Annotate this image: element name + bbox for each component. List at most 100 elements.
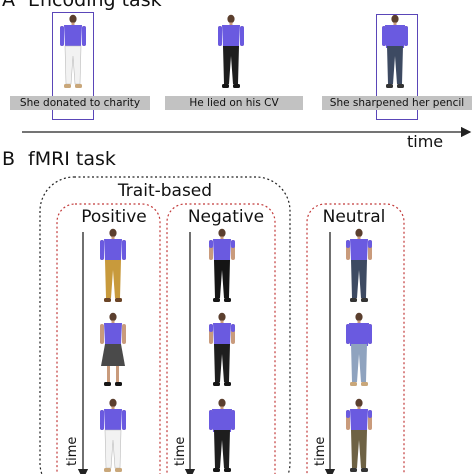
shoe-left — [104, 298, 111, 302]
neutral-person-1 — [342, 228, 376, 304]
neck — [393, 22, 397, 25]
sleeve-right — [231, 324, 235, 332]
torso-sweater — [349, 323, 369, 346]
pants — [351, 430, 367, 468]
neck — [220, 320, 224, 323]
person-figure — [100, 312, 126, 386]
sleeve-right — [82, 26, 86, 46]
skirt — [101, 344, 125, 366]
encoding-person-2 — [214, 14, 248, 90]
negative-group-border — [166, 203, 276, 474]
sleeve-left — [346, 324, 350, 344]
neck — [111, 406, 115, 409]
torso-shirt — [64, 25, 82, 46]
head — [218, 398, 226, 408]
torso-shirt — [222, 25, 240, 46]
sleeve-left — [100, 410, 104, 430]
sleeve-right — [368, 324, 372, 344]
sleeve-right — [404, 26, 408, 46]
shoe-right — [361, 382, 368, 386]
sleeve-right — [122, 410, 126, 430]
encoding-person-3 — [378, 14, 412, 90]
panel-b-label: B — [2, 148, 16, 170]
person-figure — [346, 398, 372, 472]
negative-person-3 — [205, 398, 239, 474]
head — [227, 14, 235, 24]
trait-based-group-border — [39, 176, 291, 474]
shoe-left — [64, 84, 71, 88]
sleeve-left — [346, 410, 350, 418]
torso-shirt — [104, 409, 122, 430]
pants — [351, 260, 367, 298]
sleeve-right — [368, 410, 372, 418]
head — [109, 228, 117, 238]
torso-jacket — [212, 409, 232, 432]
sleeve-left — [346, 240, 350, 248]
shoe-left — [386, 84, 393, 88]
sleeve-right — [231, 240, 235, 248]
neutral-group-border — [306, 203, 405, 474]
sleeve-left — [100, 240, 104, 260]
person-figure — [100, 228, 126, 302]
shoe-left — [213, 298, 220, 302]
neck — [357, 406, 361, 409]
shoe-right — [361, 298, 368, 302]
shoe-left — [350, 298, 357, 302]
neck — [357, 320, 361, 323]
positive-group-border — [56, 203, 161, 474]
positive-person-1 — [96, 228, 130, 304]
shoe-right — [115, 298, 122, 302]
positive-label: Positive — [81, 207, 147, 227]
shoe-right — [224, 468, 231, 472]
torso-tee — [213, 323, 231, 344]
encoding-caption-2: He lied on his CV — [165, 96, 303, 110]
head — [355, 398, 363, 408]
torso-shirt — [104, 239, 122, 260]
trait-based-label: Trait-based — [117, 181, 213, 201]
neck — [111, 236, 115, 239]
person-figure — [100, 398, 126, 472]
negative-person-1 — [205, 228, 239, 304]
negative-person-2 — [205, 312, 239, 388]
neck — [229, 22, 233, 25]
pants — [351, 344, 367, 382]
head — [218, 312, 226, 322]
encoding-frame-3 — [376, 14, 418, 120]
torso-tee — [350, 409, 368, 430]
person-figure — [346, 228, 372, 302]
shoe-left — [213, 382, 220, 386]
panel-b-title: fMRI task — [28, 148, 116, 170]
head — [109, 398, 117, 408]
sleeve-left — [209, 324, 213, 332]
neck — [111, 320, 115, 323]
torso-tee — [350, 239, 368, 260]
neutral-label: Neutral — [322, 207, 386, 227]
head — [109, 312, 117, 322]
positive-person-2 — [96, 312, 130, 388]
pants — [214, 430, 230, 468]
neutral-person-3 — [342, 398, 376, 474]
torso-sleeveless — [104, 323, 122, 344]
shoe-left — [350, 382, 357, 386]
shoe-left — [222, 84, 229, 88]
neutral-person-2 — [342, 312, 376, 388]
positive-person-3 — [96, 398, 130, 474]
person-figure — [209, 312, 235, 386]
shoe-left — [104, 382, 111, 386]
sleeve-right — [240, 26, 244, 46]
encoding-time-label: time — [407, 132, 444, 151]
sleeve-right — [231, 410, 235, 430]
person-figure — [346, 312, 372, 386]
pants — [387, 46, 403, 84]
pants — [105, 260, 121, 298]
torso-tee — [213, 239, 231, 260]
head — [355, 312, 363, 322]
negative-label: Negative — [187, 207, 265, 227]
sleeve-right — [122, 240, 126, 260]
shoe-right — [224, 298, 231, 302]
shoe-right — [233, 84, 240, 88]
shoe-right — [115, 468, 122, 472]
encoding-caption-3: She sharpened her pencil — [322, 96, 472, 110]
shoe-right — [115, 382, 122, 386]
